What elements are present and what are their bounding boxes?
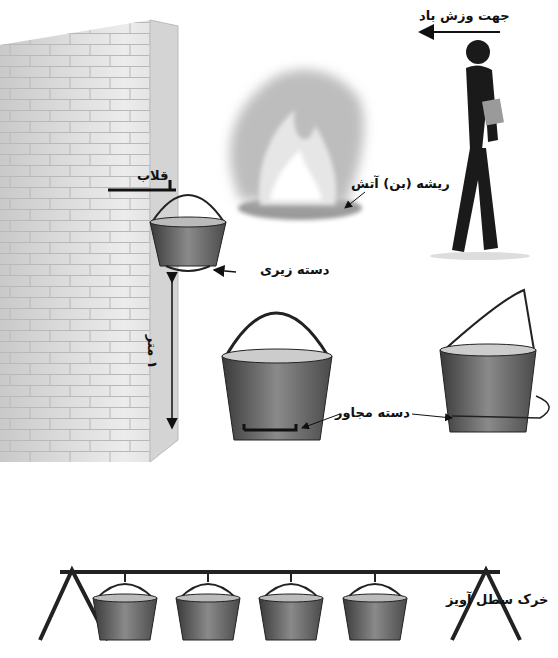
leader-line [214, 270, 236, 272]
hanging-bucket [108, 180, 226, 271]
fire [230, 70, 364, 220]
wind-arrow [420, 31, 500, 33]
bucket-adjacent-handle [222, 313, 332, 440]
stand-label: خرک سطل آویز [446, 592, 548, 608]
bucket-adjacent-handle [440, 290, 549, 432]
dimension-label: ۱ متر [144, 335, 160, 369]
leader-line [302, 414, 340, 428]
stand-buckets [93, 572, 407, 640]
fire-root-label: ریشه (بن) آتش [351, 176, 450, 192]
wind-direction-label: جهت وزش باد [419, 8, 510, 24]
brick-wall [0, 20, 178, 462]
dimension-line [172, 282, 173, 428]
leader-line [345, 192, 365, 208]
walking-person [430, 40, 530, 260]
leader-line [412, 414, 452, 418]
adjacent-handle-label: دسته مجاور [335, 405, 410, 421]
hook-label: قلاب [137, 168, 168, 184]
bottom-handle-label: دسته زیری [260, 262, 330, 278]
